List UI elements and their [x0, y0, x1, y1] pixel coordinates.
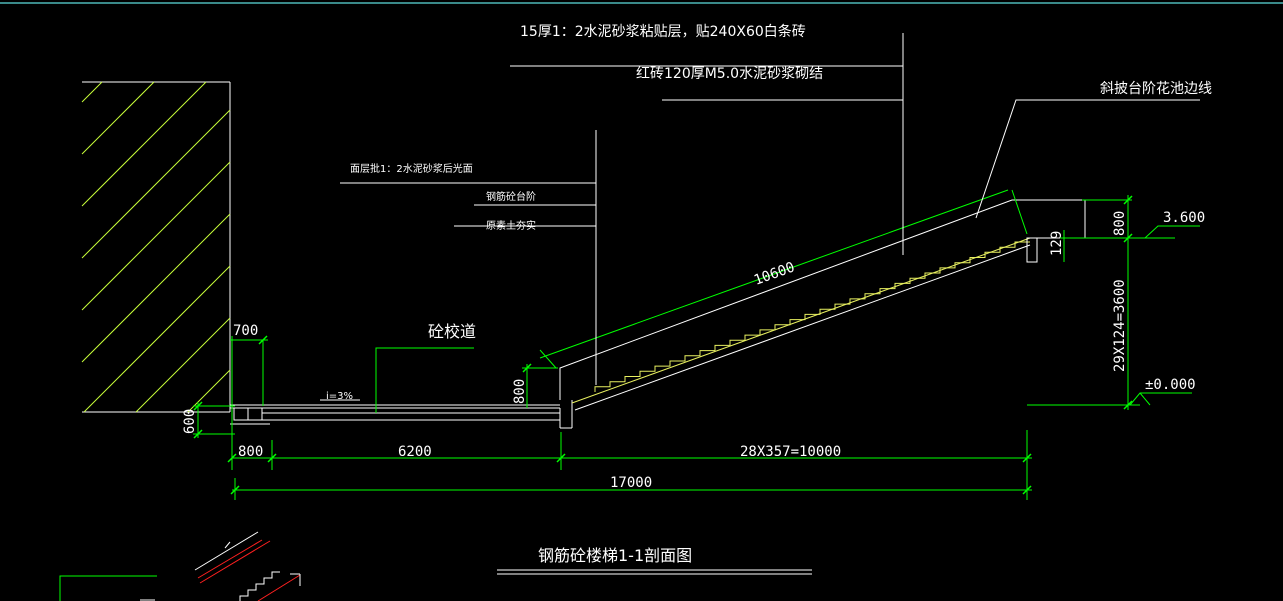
elevation-zero: ±0.000: [1145, 377, 1196, 393]
dim-800-top: 800: [1112, 211, 1128, 236]
dim-700: 700: [233, 323, 258, 339]
stair-section: [539, 189, 1086, 411]
hatch-line: [81, 213, 231, 363]
wall-hatch: [81, 81, 231, 413]
label-compacted-soil: 原素土夯实: [486, 219, 536, 232]
stair-steps: [594, 241, 1030, 392]
label-surface-finish: 面层批1：2水泥砂浆后光面: [350, 162, 473, 175]
dim-129: 129: [1049, 231, 1065, 256]
concrete-path: [230, 400, 573, 429]
title-underline: [497, 569, 812, 575]
label-concrete-path: 砼校道: [428, 322, 476, 341]
hatch-line: [187, 369, 231, 413]
label-slope: i=3%: [326, 391, 353, 402]
label-planter-edge: 斜披台阶花池边线: [1100, 81, 1212, 97]
wall-section: [81, 81, 231, 413]
hatch-line: [81, 161, 231, 311]
hatch-line: [81, 81, 155, 155]
drawing-title: 钢筋砼楼梯1-1剖面图: [538, 546, 692, 565]
hatch-line: [81, 81, 103, 103]
hatch-line: [81, 81, 207, 207]
label-rc-steps: 钢筋砼台阶: [486, 190, 536, 203]
dim-slope-length: 10600: [752, 259, 797, 288]
dimension-lines: [193, 195, 1200, 500]
elevation-top: 3.600: [1163, 210, 1205, 226]
partial-detail-view: [59, 531, 301, 601]
path-leader: [320, 347, 474, 413]
hatch-line: [135, 317, 231, 413]
dim-6200: 6200: [398, 444, 432, 460]
dim-steps: 28X357=10000: [740, 444, 841, 460]
leader-lines: [340, 33, 1200, 385]
hatch-line: [81, 109, 231, 259]
dimension-ticks: [193, 195, 1133, 495]
dim-600: 600: [182, 409, 198, 434]
dim-total: 17000: [610, 475, 652, 491]
hatch-line: [83, 265, 231, 413]
dim-800-bottom: 800: [238, 444, 263, 460]
dim-rise: 29X124=3600: [1112, 279, 1128, 372]
dim-800-left: 800: [512, 379, 528, 404]
label-tile-layer: 15厚1：2水泥砂浆粘贴层，贴240X60白条砖: [520, 23, 806, 40]
label-brick-wall: 红砖120厚M5.0水泥砂浆砌结: [636, 66, 823, 82]
